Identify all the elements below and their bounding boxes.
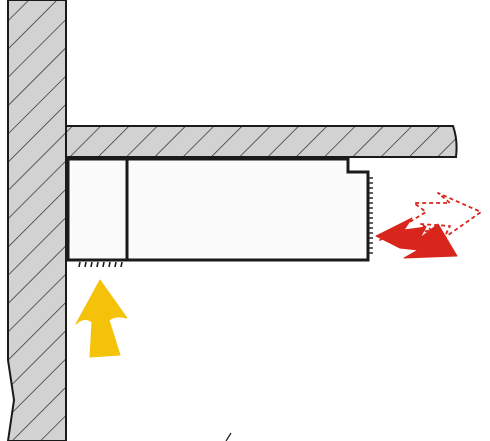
ceiling-slab-section (65, 125, 458, 158)
arrow-up-icon (75, 279, 128, 358)
dashed-zigzag-arrow-icon (379, 192, 482, 241)
wall-section (6, 0, 67, 441)
zigzag-arrow-right-icon (375, 217, 458, 259)
bottom-tick-mark (225, 432, 232, 441)
perforated-edge (368, 177, 373, 254)
perforated-bottom-edge (78, 261, 123, 268)
absorber-panel (66, 157, 370, 262)
